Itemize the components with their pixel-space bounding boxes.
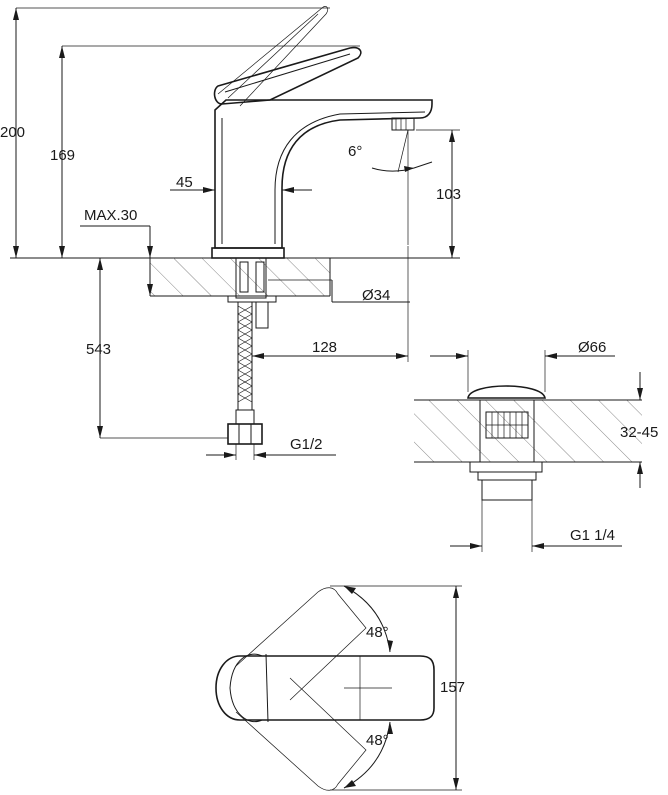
- dim-plan-length: 157: [440, 679, 465, 696]
- dim-spout-height: 169: [50, 147, 75, 164]
- dim-reach: 128: [312, 339, 337, 356]
- dim-angle-spout: 6°: [348, 143, 362, 160]
- handle-lever: [213, 6, 362, 107]
- braided-hose: [227, 301, 263, 445]
- dim-body-width: 45: [176, 174, 193, 191]
- mounting-shank: [227, 257, 277, 329]
- side-view: 200 169 45 MAX.30 6° 103: [0, 6, 461, 460]
- dim-max-thickness: MAX.30: [84, 207, 137, 224]
- dim-angle-top: 48°: [366, 624, 389, 641]
- dim-angle-bottom: 48°: [366, 732, 389, 749]
- dim-thread: G1/2: [290, 436, 323, 453]
- faucet-body: [211, 99, 433, 259]
- dim-waste-diameter: Ø66: [578, 339, 606, 356]
- waste-view: Ø66 32-45 G1 1/4: [414, 339, 658, 552]
- dim-waste-thread: G1 1/4: [570, 527, 615, 544]
- dim-outlet-height: 103: [436, 186, 461, 203]
- dim-total-height: 200: [0, 124, 25, 141]
- dim-hole-diameter: Ø34: [362, 287, 390, 304]
- dim-waste-thickness: 32-45: [620, 424, 658, 441]
- plan-view: 48° 48° 157: [215, 585, 465, 791]
- dim-below-length: 543: [86, 341, 111, 358]
